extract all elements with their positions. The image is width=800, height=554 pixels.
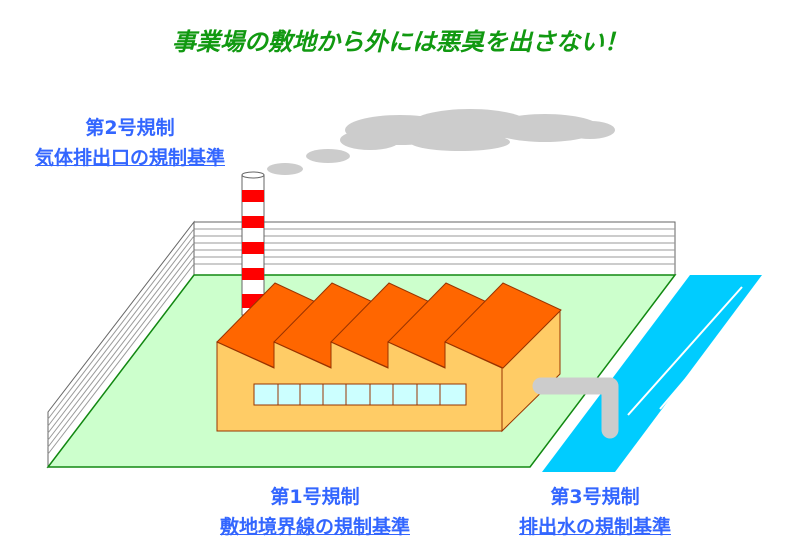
rule1-link[interactable]: 敷地境界線の規制基準 — [219, 516, 410, 538]
back-fence — [193, 221, 676, 276]
rule1-heading: 第1号規制 — [270, 486, 360, 508]
rule2-heading: 第2号規制 — [85, 117, 175, 139]
factory-windows — [253, 383, 467, 406]
rule2-label: 第2号規制 気体排出口の規制基準 — [10, 113, 250, 173]
rule2-link[interactable]: 気体排出口の規制基準 — [34, 147, 225, 169]
smoke-clouds — [267, 109, 615, 175]
rule3-link[interactable]: 排出水の規制基準 — [518, 516, 671, 538]
water-channel — [542, 275, 762, 472]
page-title: 事業場の敷地から外には悪臭を出さない！ — [172, 28, 628, 56]
rule1-label: 第1号規制 敷地境界線の規制基準 — [195, 482, 435, 542]
rule3-heading: 第3号規制 — [550, 486, 640, 508]
drain-pipe — [532, 377, 619, 439]
water-ripples — [627, 286, 749, 416]
chimney — [241, 171, 265, 316]
factory-building — [216, 282, 562, 433]
rule3-label: 第3号規制 排出水の規制基準 — [485, 482, 705, 542]
